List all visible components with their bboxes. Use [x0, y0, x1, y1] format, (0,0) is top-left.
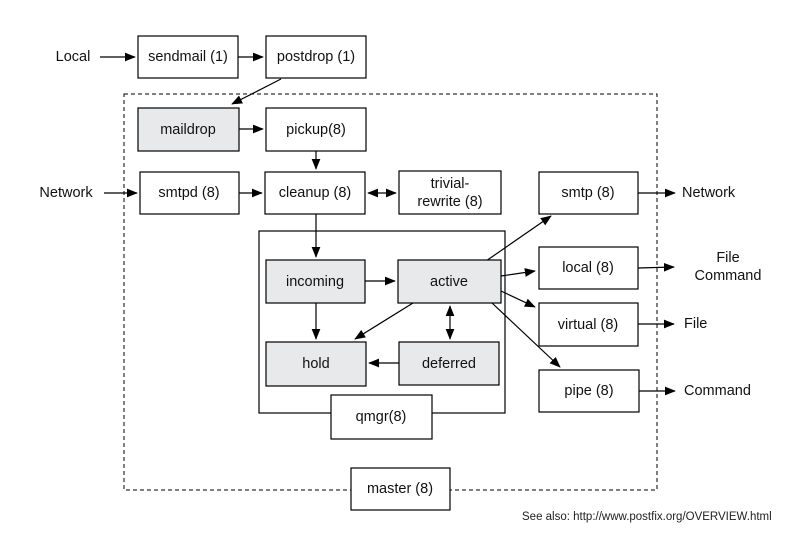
node-smtpd-box [139, 171, 240, 215]
node-master-box [350, 467, 451, 511]
arrow-local-file-command [637, 262, 675, 272]
label-network-dest: Network [682, 185, 736, 201]
label-local-source: Local [56, 49, 91, 65]
node-maildrop-label: maildrop [160, 122, 216, 138]
node-pickup-label: pickup(8) [286, 122, 346, 138]
see-also-note: See also: http://www.postfix.org/OVERVIE… [522, 511, 772, 523]
node-pickup-box [265, 107, 367, 152]
node-trivial-rewrite-box [398, 170, 502, 215]
arrow-active-local [500, 268, 536, 277]
node-active-label: active [430, 274, 468, 290]
label-network-source: Network [39, 185, 93, 201]
arrow-postdrop-maildrop [231, 78, 282, 105]
node-smtp-box [538, 171, 639, 215]
label-file-command-dest-line2: Command [695, 268, 762, 284]
label-file-command-dest-line1: File [716, 250, 739, 266]
node-smtpd-label: smtpd (8) [158, 185, 219, 201]
arrow-active-hold [354, 302, 414, 340]
node-hold-box [265, 341, 367, 387]
node-smtp-label: smtp (8) [561, 185, 614, 201]
node-incoming-box [265, 259, 366, 304]
label-command-dest: Command [684, 383, 751, 399]
arrow-active-pipe [491, 302, 561, 368]
node-cleanup-box [264, 171, 366, 215]
master-daemon-boundary [123, 93, 658, 491]
arrow-active-virtual [500, 290, 536, 308]
node-master-label: master (8) [367, 481, 433, 497]
node-hold-label: hold [302, 356, 329, 372]
node-active-box [397, 259, 502, 304]
node-sendmail-box [137, 35, 239, 79]
node-virtual-label: virtual (8) [558, 317, 618, 333]
node-pipe-box [538, 369, 640, 413]
node-deferred-box [398, 341, 500, 386]
node-local-box [538, 246, 639, 290]
node-deferred-label: deferred [422, 356, 476, 372]
node-incoming-label: incoming [286, 274, 344, 290]
node-pipe-label: pipe (8) [564, 383, 613, 399]
node-cleanup-label: cleanup (8) [279, 185, 352, 201]
node-trivial-rewrite-label-line2: rewrite (8) [417, 194, 482, 210]
node-virtual-box [538, 302, 639, 347]
label-file-dest: File [684, 316, 707, 332]
node-postdrop-label: postdrop (1) [277, 49, 355, 65]
node-qmgr-box [330, 394, 433, 440]
node-qmgr-label: qmgr(8) [356, 409, 407, 425]
node-trivial-rewrite-label-line1: trivial- [431, 176, 470, 192]
node-postdrop-box [265, 35, 367, 79]
node-local-label: local (8) [562, 260, 614, 276]
node-maildrop-box [137, 107, 240, 152]
arrow-active-smtp [485, 215, 552, 262]
node-sendmail-label: sendmail (1) [148, 49, 228, 65]
